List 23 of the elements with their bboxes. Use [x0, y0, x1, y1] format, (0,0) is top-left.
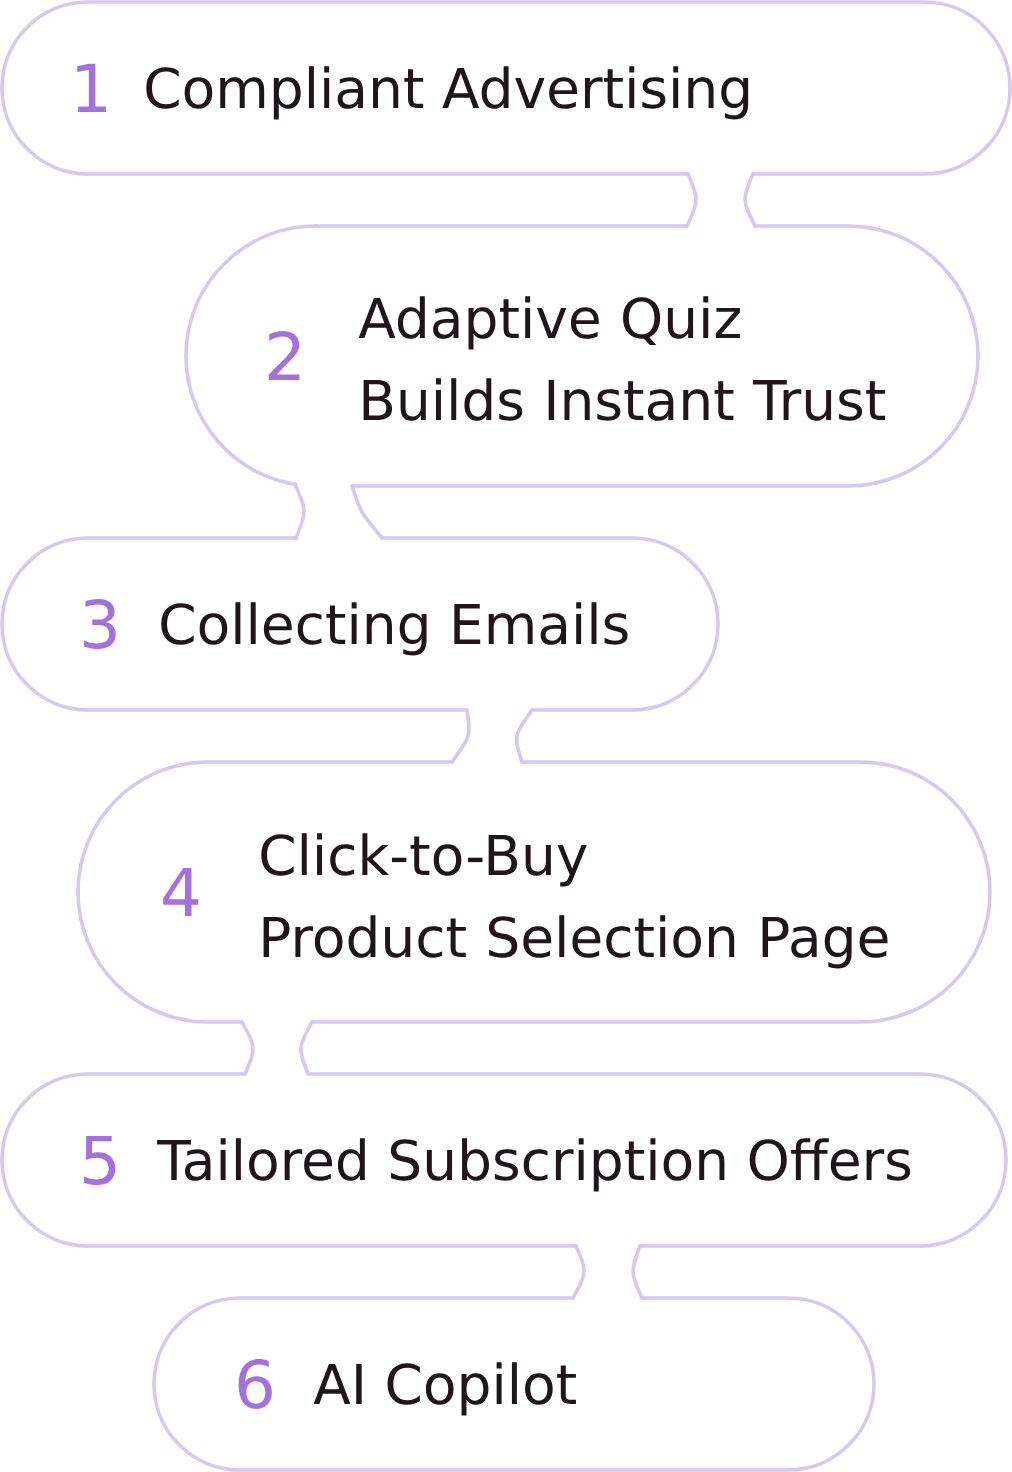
connector [293, 482, 384, 540]
step-number: 4 [163, 867, 199, 916]
step-title: Tailored Subscription Offers [157, 1138, 911, 1192]
step-title: Adaptive Quiz Builds Instant Trust [358, 296, 885, 421]
step-pill [0, 1072, 1008, 1248]
connector [450, 708, 534, 764]
step-number: 1 [77, 63, 106, 112]
step-title: Compliant Advertising [146, 66, 749, 120]
step-number: 3 [84, 599, 116, 649]
step-title: Click-to-Buy Product Selection Page [261, 833, 888, 969]
step-number: 6 [238, 1359, 272, 1409]
step-pill [0, 536, 720, 712]
step-number: 5 [84, 1135, 116, 1185]
step-pill [0, 0, 1012, 176]
step-pill [76, 760, 992, 1024]
step-pill [184, 224, 980, 488]
step-pill [152, 1296, 876, 1472]
step-title: Collecting Emails [161, 602, 628, 656]
connector [571, 1244, 644, 1300]
step-number: 2 [268, 331, 300, 380]
connector [240, 1020, 314, 1076]
step-title: AI Copilot [313, 1362, 576, 1416]
connector [685, 172, 757, 228]
